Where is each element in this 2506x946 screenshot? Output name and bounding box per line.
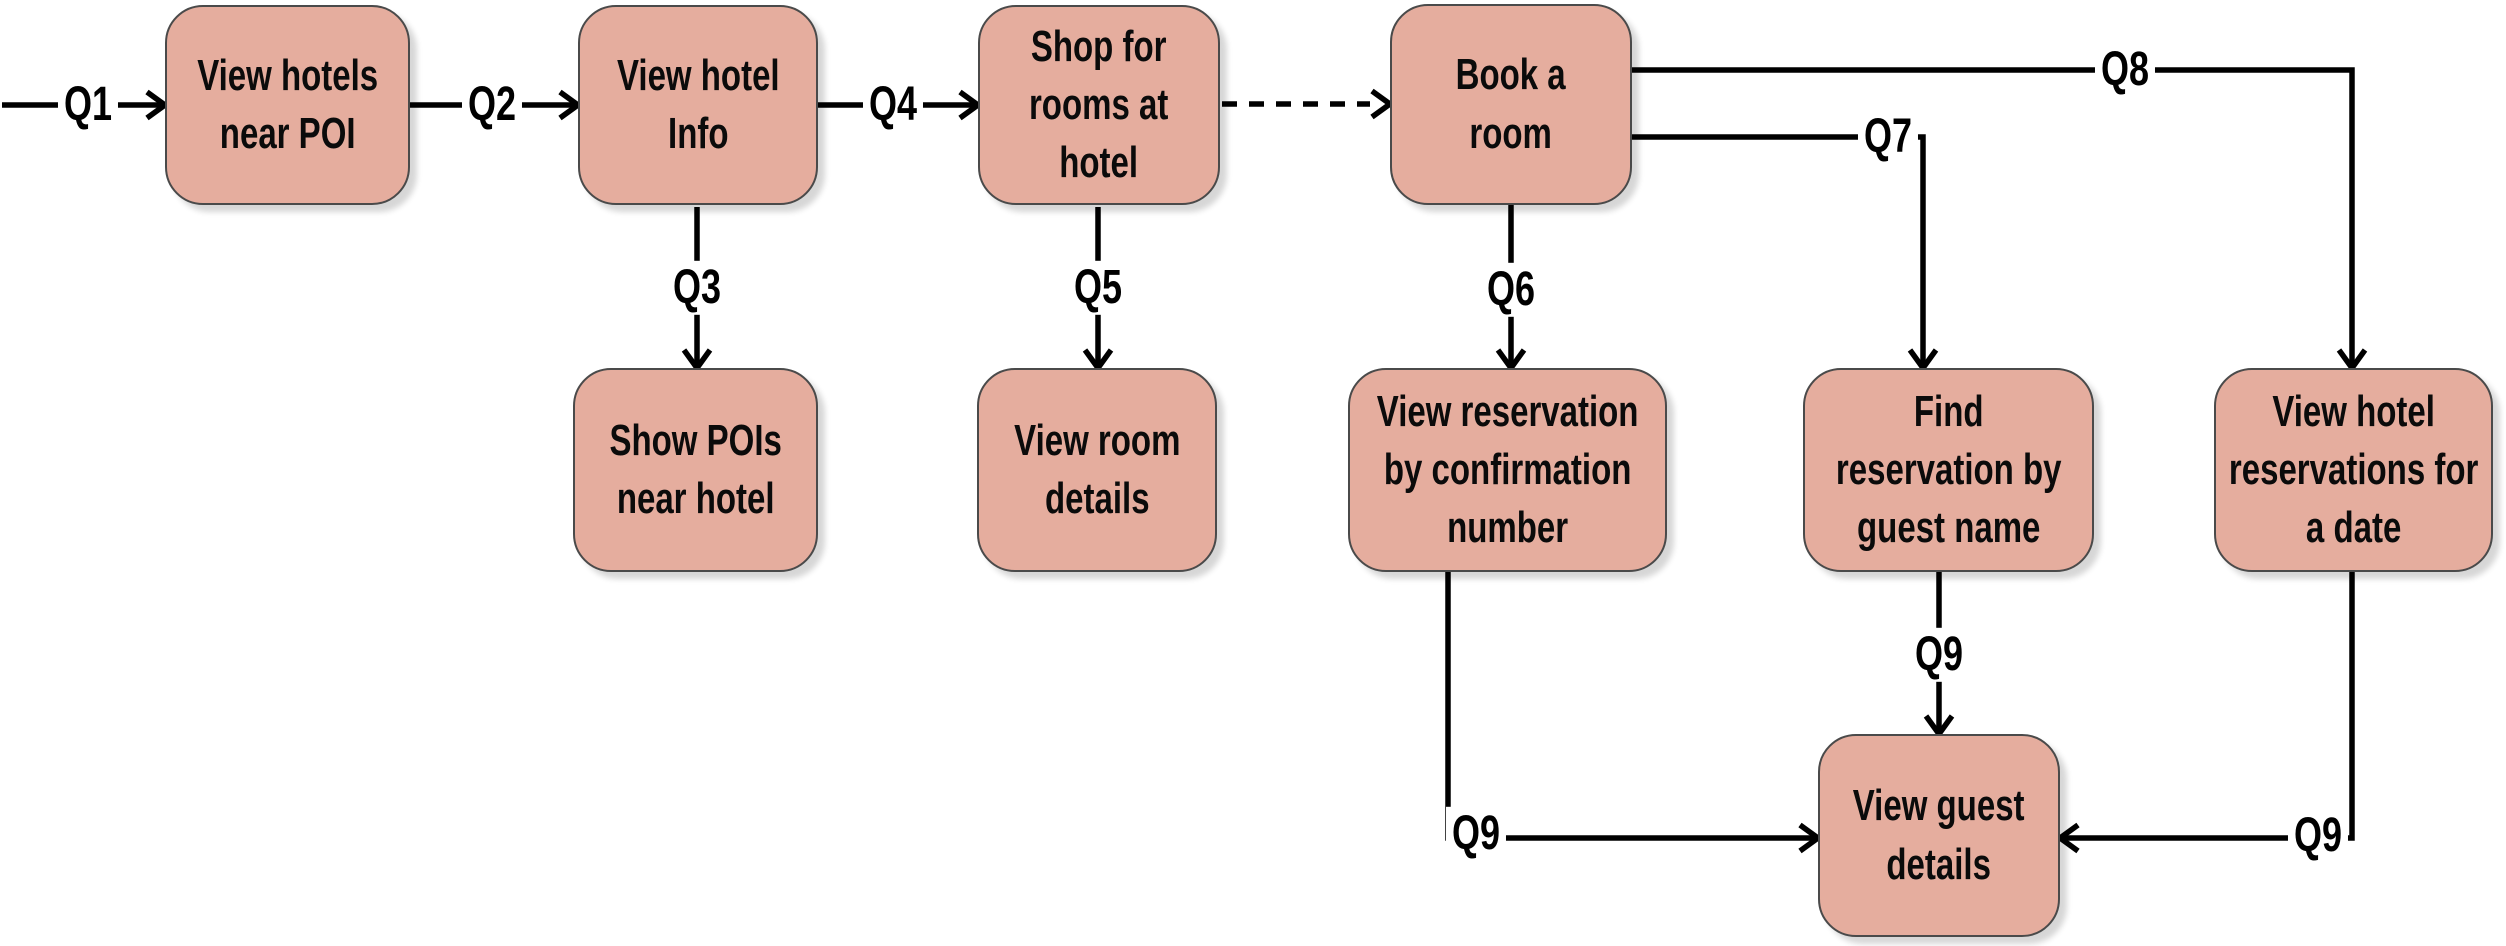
node-view-hotel-info: View hotel Info xyxy=(578,5,818,205)
node-label: Show POIs near hotel xyxy=(609,415,782,523)
node-view-hotel-reservations-for-a-date: View hotel reservations for a date xyxy=(2214,368,2493,572)
edge-label-q9-find: Q9 xyxy=(1908,627,1970,683)
edge-q8-line xyxy=(1632,67,2355,364)
node-label: Find reservation by guest name xyxy=(1835,386,2062,553)
node-label: View hotels near POI xyxy=(197,50,378,158)
edge-label-q8: Q8 xyxy=(2094,42,2156,98)
node-book-a-room: Book a room xyxy=(1390,4,1632,205)
node-label: View hotel Info xyxy=(616,50,780,158)
edge-q9-date-line xyxy=(2064,572,2355,841)
edge-label-q4: Q4 xyxy=(862,77,924,133)
node-show-pois-near-hotel: Show POIs near hotel xyxy=(573,368,818,572)
edge-q9-date-arrowhead-icon xyxy=(2055,822,2080,854)
node-label: Book a room xyxy=(1455,50,1567,158)
edge-q9-confirmation-line xyxy=(1445,572,1814,841)
node-view-guest-details: View guest details xyxy=(1818,734,2060,937)
node-label: View room details xyxy=(1013,415,1181,523)
edge-shop-to-book-arrowhead-icon xyxy=(1370,88,1395,120)
node-shop-for-rooms-at-hotel: Shop for rooms at hotel xyxy=(978,5,1220,205)
edge-label-q6: Q6 xyxy=(1480,262,1542,318)
edge-label-q1: Q1 xyxy=(57,77,119,133)
node-find-reservation-by-guest-name: Find reservation by guest name xyxy=(1803,368,2094,572)
edge-label-q7: Q7 xyxy=(1857,109,1919,165)
node-label: View guest details xyxy=(1853,781,2025,889)
node-view-reservation-by-confirmation-number: View reservation by confirmation number xyxy=(1348,368,1667,572)
edge-label-q5: Q5 xyxy=(1067,260,1129,316)
node-view-room-details: View room details xyxy=(977,368,1217,572)
node-label: Shop for rooms at hotel xyxy=(1029,21,1169,188)
edge-label-q9-date: Q9 xyxy=(2287,808,2349,864)
edge-label-q2: Q2 xyxy=(461,77,523,133)
node-label: View hotel reservations for a date xyxy=(2228,386,2479,553)
edge-label-q3: Q3 xyxy=(666,260,728,316)
edge-label-q9-confirmation: Q9 xyxy=(1445,806,1507,862)
node-view-hotels-near-poi: View hotels near POI xyxy=(165,5,410,205)
node-label: View reservation by confirmation number xyxy=(1376,386,1639,553)
edge-q7-line xyxy=(1632,134,1926,364)
